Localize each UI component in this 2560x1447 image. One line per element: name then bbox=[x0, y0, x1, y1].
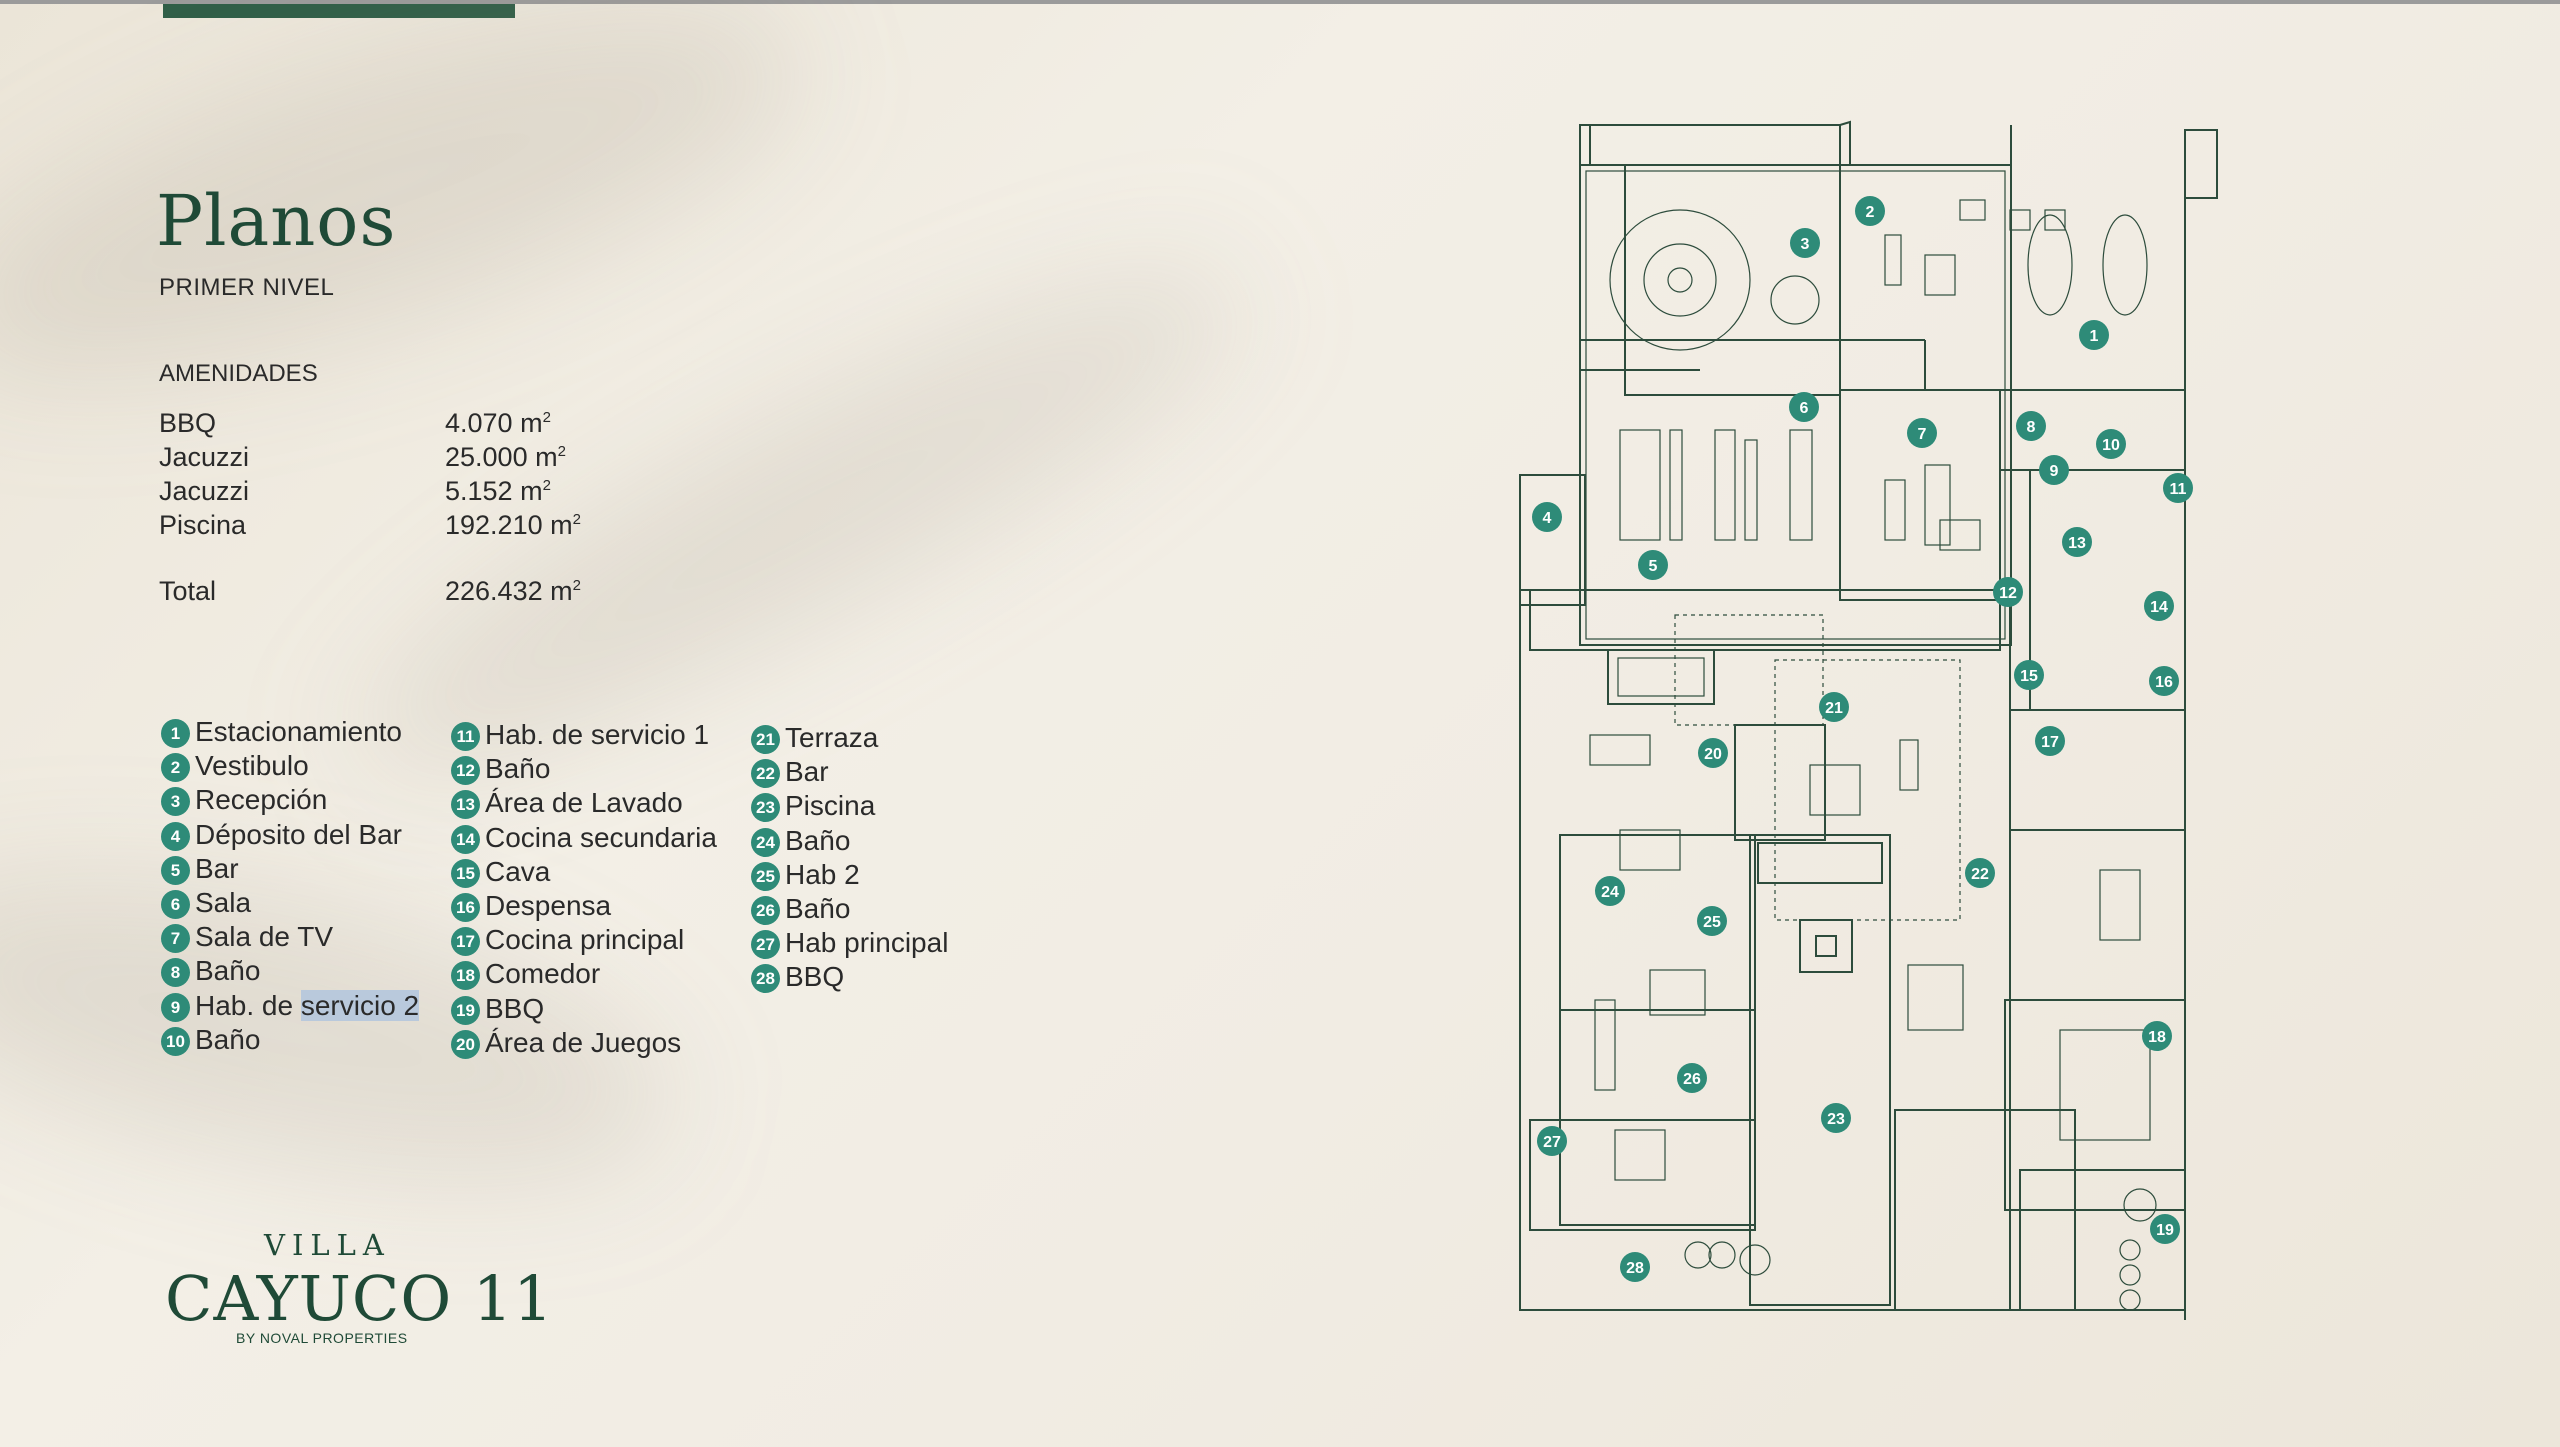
amenity-value: 25.000 m2 bbox=[445, 442, 566, 472]
marker-27: 27 bbox=[1543, 1134, 1561, 1151]
marker-5: 5 bbox=[1649, 558, 1658, 575]
spiral-stair bbox=[1609, 209, 1820, 351]
marker-16: 16 bbox=[2155, 674, 2173, 691]
amenity-name: BBQ bbox=[159, 408, 217, 438]
page-title: Planos bbox=[156, 180, 397, 262]
amenity-value: 5.152 m2 bbox=[445, 476, 551, 506]
marker-15: 15 bbox=[2020, 668, 2038, 685]
marker-3: 3 bbox=[1801, 236, 1810, 253]
amenity-total-row: Total 226.432 m2 bbox=[159, 576, 581, 610]
amenity-name: Jacuzzi bbox=[159, 476, 250, 506]
amenity-row: Piscina 192.210 m2 bbox=[159, 510, 581, 544]
marker-13: 13 bbox=[2068, 535, 2086, 552]
amenity-total-label: Total bbox=[159, 576, 217, 606]
marker-26: 26 bbox=[1683, 1071, 1701, 1088]
amenity-value: 192.210 m2 bbox=[445, 510, 581, 540]
marker-25: 25 bbox=[1703, 914, 1721, 931]
amenities-heading: AMENIDADES bbox=[159, 360, 318, 387]
amenity-row: Jacuzzi 25.000 m2 bbox=[159, 442, 566, 476]
marker-23: 23 bbox=[1827, 1111, 1845, 1128]
furniture bbox=[1589, 199, 2157, 1311]
amenity-row: BBQ 4.070 m2 bbox=[159, 408, 551, 442]
plan-markers: 1 2 3 4 5 6 7 8 9 10 11 12 13 14 15 16 1… bbox=[1532, 196, 2193, 1282]
marker-19: 19 bbox=[2156, 1222, 2174, 1239]
floor-plan: 1 2 3 4 5 6 7 8 9 10 11 12 13 14 15 16 1… bbox=[1519, 120, 2218, 1320]
marker-8: 8 bbox=[2027, 419, 2036, 436]
amenity-name: Jacuzzi bbox=[159, 442, 250, 472]
accent-bar bbox=[163, 4, 515, 18]
amenity-value: 4.070 m2 bbox=[445, 408, 551, 438]
marker-2: 2 bbox=[1866, 204, 1875, 221]
marker-28: 28 bbox=[1626, 1260, 1644, 1277]
marker-9: 9 bbox=[2050, 463, 2059, 480]
marker-11: 11 bbox=[2170, 481, 2187, 498]
brand-villa: VILLA bbox=[264, 1228, 391, 1262]
marker-22: 22 bbox=[1971, 866, 1989, 883]
plan-walls bbox=[1519, 120, 2218, 1320]
marker-14: 14 bbox=[2150, 599, 2168, 616]
leaf-shadow bbox=[0, 0, 839, 453]
marker-6: 6 bbox=[1800, 400, 1809, 417]
marker-21: 21 bbox=[1825, 700, 1843, 717]
marker-7: 7 bbox=[1918, 426, 1927, 443]
marker-10: 10 bbox=[2102, 437, 2120, 454]
marker-12: 12 bbox=[1999, 585, 2017, 602]
marker-17: 17 bbox=[2041, 734, 2059, 751]
text-selection[interactable]: servicio 2 bbox=[300, 989, 420, 1021]
marker-1: 1 bbox=[2090, 328, 2099, 345]
brand-byline: BY NOVAL PROPERTIES bbox=[236, 1330, 408, 1346]
marker-4: 4 bbox=[1543, 510, 1552, 527]
top-border bbox=[0, 0, 2560, 4]
amenity-name: Piscina bbox=[159, 510, 247, 540]
marker-18: 18 bbox=[2148, 1029, 2166, 1046]
brand-logo-name: CAYUCO 11 bbox=[165, 1262, 554, 1335]
marker-20: 20 bbox=[1704, 746, 1722, 763]
amenity-row: Jacuzzi 5.152 m2 bbox=[159, 476, 551, 510]
marker-24: 24 bbox=[1601, 884, 1619, 901]
amenity-total-value: 226.432 m2 bbox=[445, 576, 581, 606]
page-subtitle: PRIMER NIVEL bbox=[159, 274, 335, 301]
amenities-table: BBQ 4.070 m2 Jacuzzi 25.000 m2 Jacuzzi 5… bbox=[159, 408, 581, 610]
